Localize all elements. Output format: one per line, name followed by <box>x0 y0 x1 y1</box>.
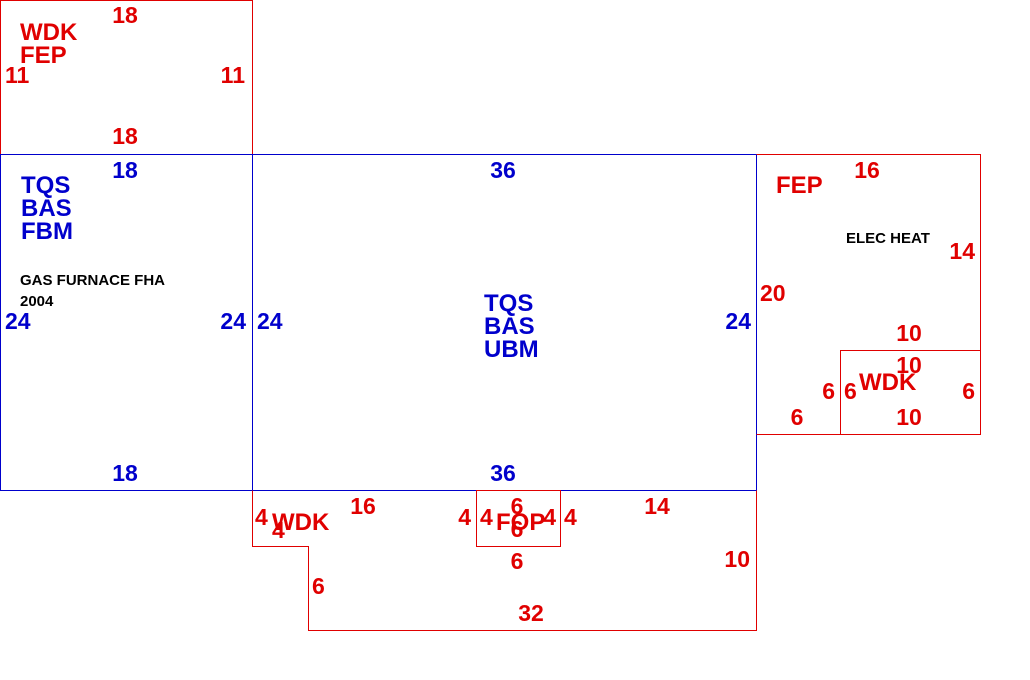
area-code: WDK <box>859 369 917 396</box>
left-room-labels: TQS BAS FBM 18 24 24 18 <box>5 157 246 486</box>
left-room-notes: GAS FURNACE FHA 2004 <box>20 272 165 310</box>
dimension-label: 24 <box>5 308 31 334</box>
dimension-label: 6 <box>844 378 857 404</box>
right-fep-labels: FEP 16 14 20 6 6 10 <box>760 157 975 430</box>
dimension-label: 18 <box>112 123 138 149</box>
dimension-label: 18 <box>112 460 138 486</box>
dimension-label: 4 <box>255 504 268 530</box>
year-note: 2004 <box>20 293 54 310</box>
right-wdk-outline <box>840 350 981 435</box>
dimension-label: 11 <box>5 62 30 88</box>
dimension-label: 10 <box>896 352 922 378</box>
dimension-label: 20 <box>760 280 786 306</box>
dimension-label: 14 <box>949 238 975 264</box>
dimension-label: 24 <box>257 308 283 334</box>
area-code: WDK <box>20 19 78 46</box>
dimension-label: 6 <box>511 548 524 574</box>
dimension-label: 6 <box>312 573 325 599</box>
area-code: FBM <box>21 218 73 245</box>
area-code: BAS <box>484 313 535 340</box>
area-code: FEP <box>20 42 67 69</box>
area-code: TQS <box>21 172 70 199</box>
bottom-fop-labels: FOP 6 4 4 4 4 6 6 <box>458 493 577 574</box>
dimension-label: 24 <box>725 308 751 334</box>
dimension-label: 16 <box>854 157 880 183</box>
dimension-label: 32 <box>518 600 544 626</box>
dimension-label: 24 <box>220 308 246 334</box>
area-code: FEP <box>776 172 823 199</box>
dimension-label: 36 <box>490 157 516 183</box>
dimension-label: 6 <box>791 404 804 430</box>
dimension-label: 6 <box>962 378 975 404</box>
top-left-wdk-labels: WDK FEP 18 11 11 18 <box>5 2 245 149</box>
main-room-labels: TQS BAS UBM 36 24 24 36 <box>257 157 751 486</box>
dimension-label: 4 <box>272 517 285 543</box>
area-code: TQS <box>484 290 533 317</box>
bottom-fop-outline <box>476 490 561 547</box>
dimension-label: 10 <box>896 320 922 346</box>
area-code: UBM <box>484 336 539 363</box>
dimension-label: 14 <box>644 493 670 519</box>
dimension-label: 18 <box>112 2 138 28</box>
dimension-label: 18 <box>112 157 138 183</box>
area-code: BAS <box>21 195 72 222</box>
area-code: WDK <box>272 509 330 536</box>
dimension-label: 36 <box>490 460 516 486</box>
furnace-note: GAS FURNACE FHA <box>20 272 165 289</box>
dimension-label: 6 <box>511 493 524 519</box>
dimension-label: 6 <box>511 516 524 542</box>
dimension-label: 10 <box>724 546 750 572</box>
dimension-label: 10 <box>896 404 922 430</box>
dimension-label: 4 <box>543 504 556 530</box>
right-wdk-labels: WDK 10 6 6 10 <box>844 352 975 430</box>
bottom-wdk-outline <box>252 490 757 631</box>
right-fep-notes: ELEC HEAT <box>846 230 930 247</box>
heat-note: ELEC HEAT <box>846 230 930 247</box>
dimension-label: 4 <box>564 504 577 530</box>
dimension-label: 11 <box>221 62 246 88</box>
area-code: FOP <box>496 509 545 536</box>
dimension-label: 4 <box>480 504 493 530</box>
bottom-wdk-labels: WDK 4 4 16 6 14 10 32 <box>255 493 750 626</box>
dimension-label: 16 <box>350 493 376 519</box>
dimension-label: 4 <box>458 504 471 530</box>
dimension-label: 6 <box>822 378 835 404</box>
area-outlines <box>0 0 981 631</box>
